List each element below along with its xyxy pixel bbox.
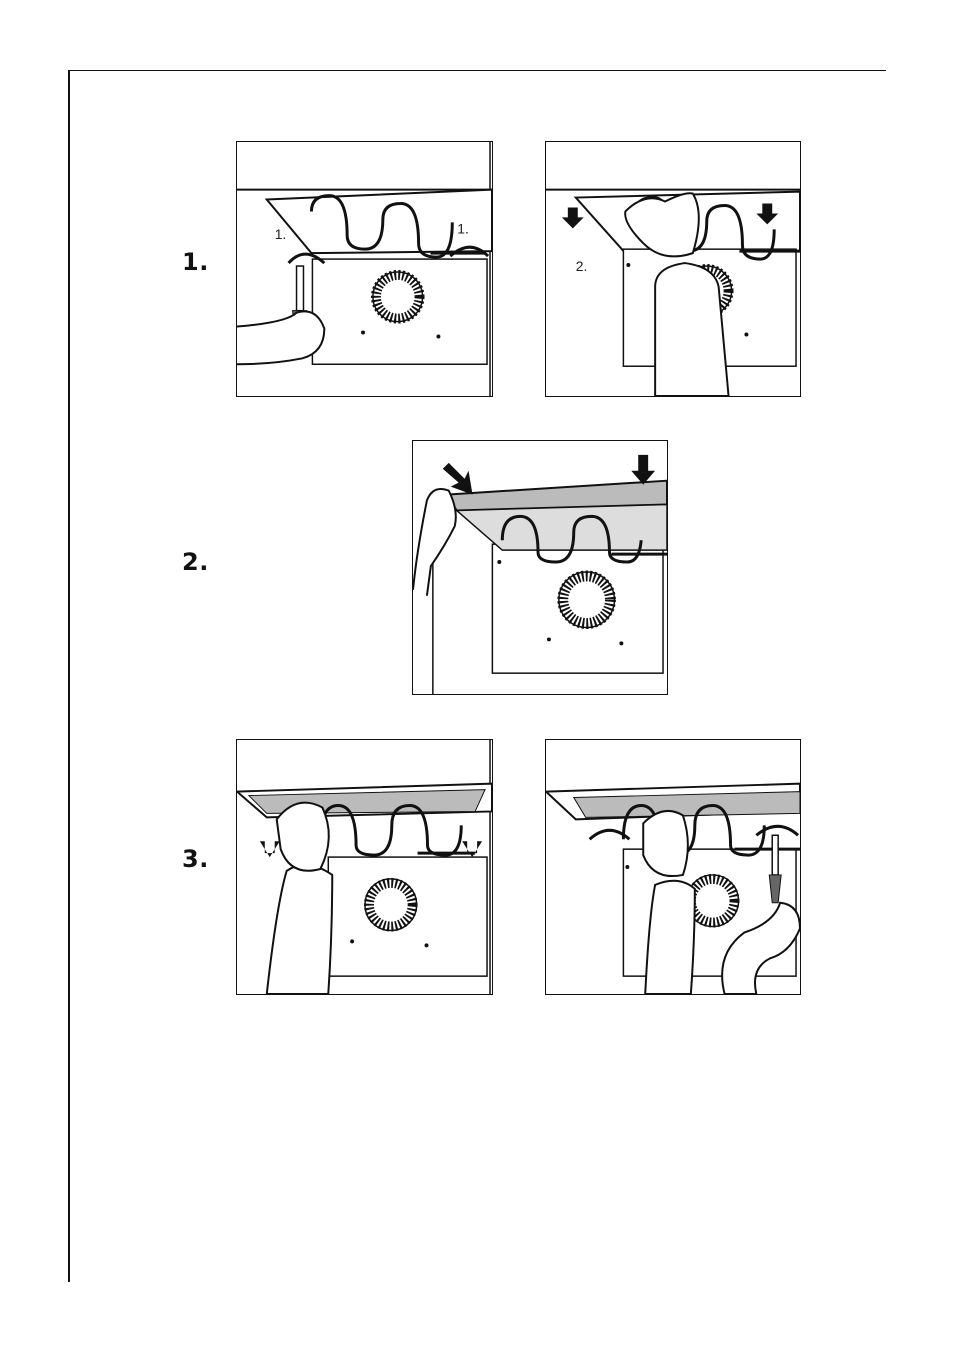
- step-3-illustration-refasten: [545, 739, 801, 995]
- oven-interior-drawing: 2.: [546, 142, 800, 396]
- step-1-illustration-lower-element: 2.: [545, 141, 801, 397]
- oven-interior-drawing: [546, 740, 800, 994]
- step-1-label-a: 1.: [275, 226, 287, 242]
- step-2-number: 2.: [182, 548, 209, 576]
- oven-interior-drawing: [413, 441, 667, 694]
- step-3-number: 3.: [182, 845, 209, 873]
- step-1-label-c: 2.: [576, 258, 588, 274]
- step-1-illustration-unscrew: 1. 1.: [236, 141, 493, 397]
- top-margin-rule: [68, 70, 886, 71]
- step-1-number: 1.: [182, 248, 209, 276]
- oven-interior-drawing: 1. 1.: [237, 142, 492, 396]
- oven-interior-drawing: [237, 740, 492, 994]
- step-2-illustration-push-element: [412, 440, 668, 695]
- step-3-illustration-lift-element: [236, 739, 493, 995]
- left-margin-rule: [68, 70, 70, 1282]
- step-1-label-b: 1.: [457, 220, 469, 236]
